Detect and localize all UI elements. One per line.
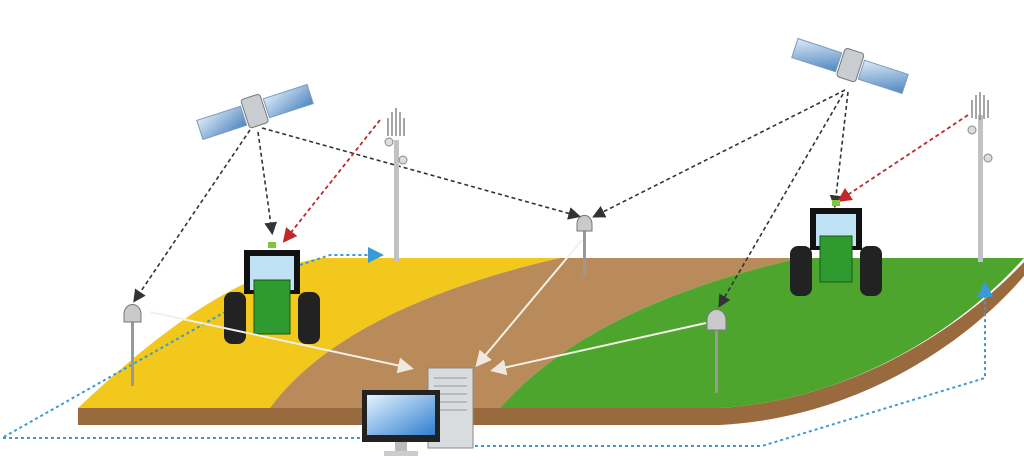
gps-receiver-right <box>706 309 727 393</box>
data-link-right <box>475 281 993 447</box>
gps-receiver-center <box>576 214 593 276</box>
tractor-right <box>790 200 882 296</box>
green-field <box>500 258 1024 408</box>
receiver-links <box>149 239 707 376</box>
field-slab <box>78 258 1024 425</box>
reference-tower-right <box>967 92 993 262</box>
satellite-left <box>196 83 314 141</box>
tractor-left <box>224 242 320 344</box>
correction-signals <box>282 114 969 243</box>
soil-side <box>78 262 1024 425</box>
reference-tower-left <box>384 108 408 262</box>
satellite-right <box>791 37 909 95</box>
gnss-signals <box>133 89 849 308</box>
gps-receiver-left <box>123 303 142 386</box>
data-link-left <box>0 255 380 439</box>
computer-workstation <box>362 367 474 456</box>
data-links <box>0 255 993 447</box>
